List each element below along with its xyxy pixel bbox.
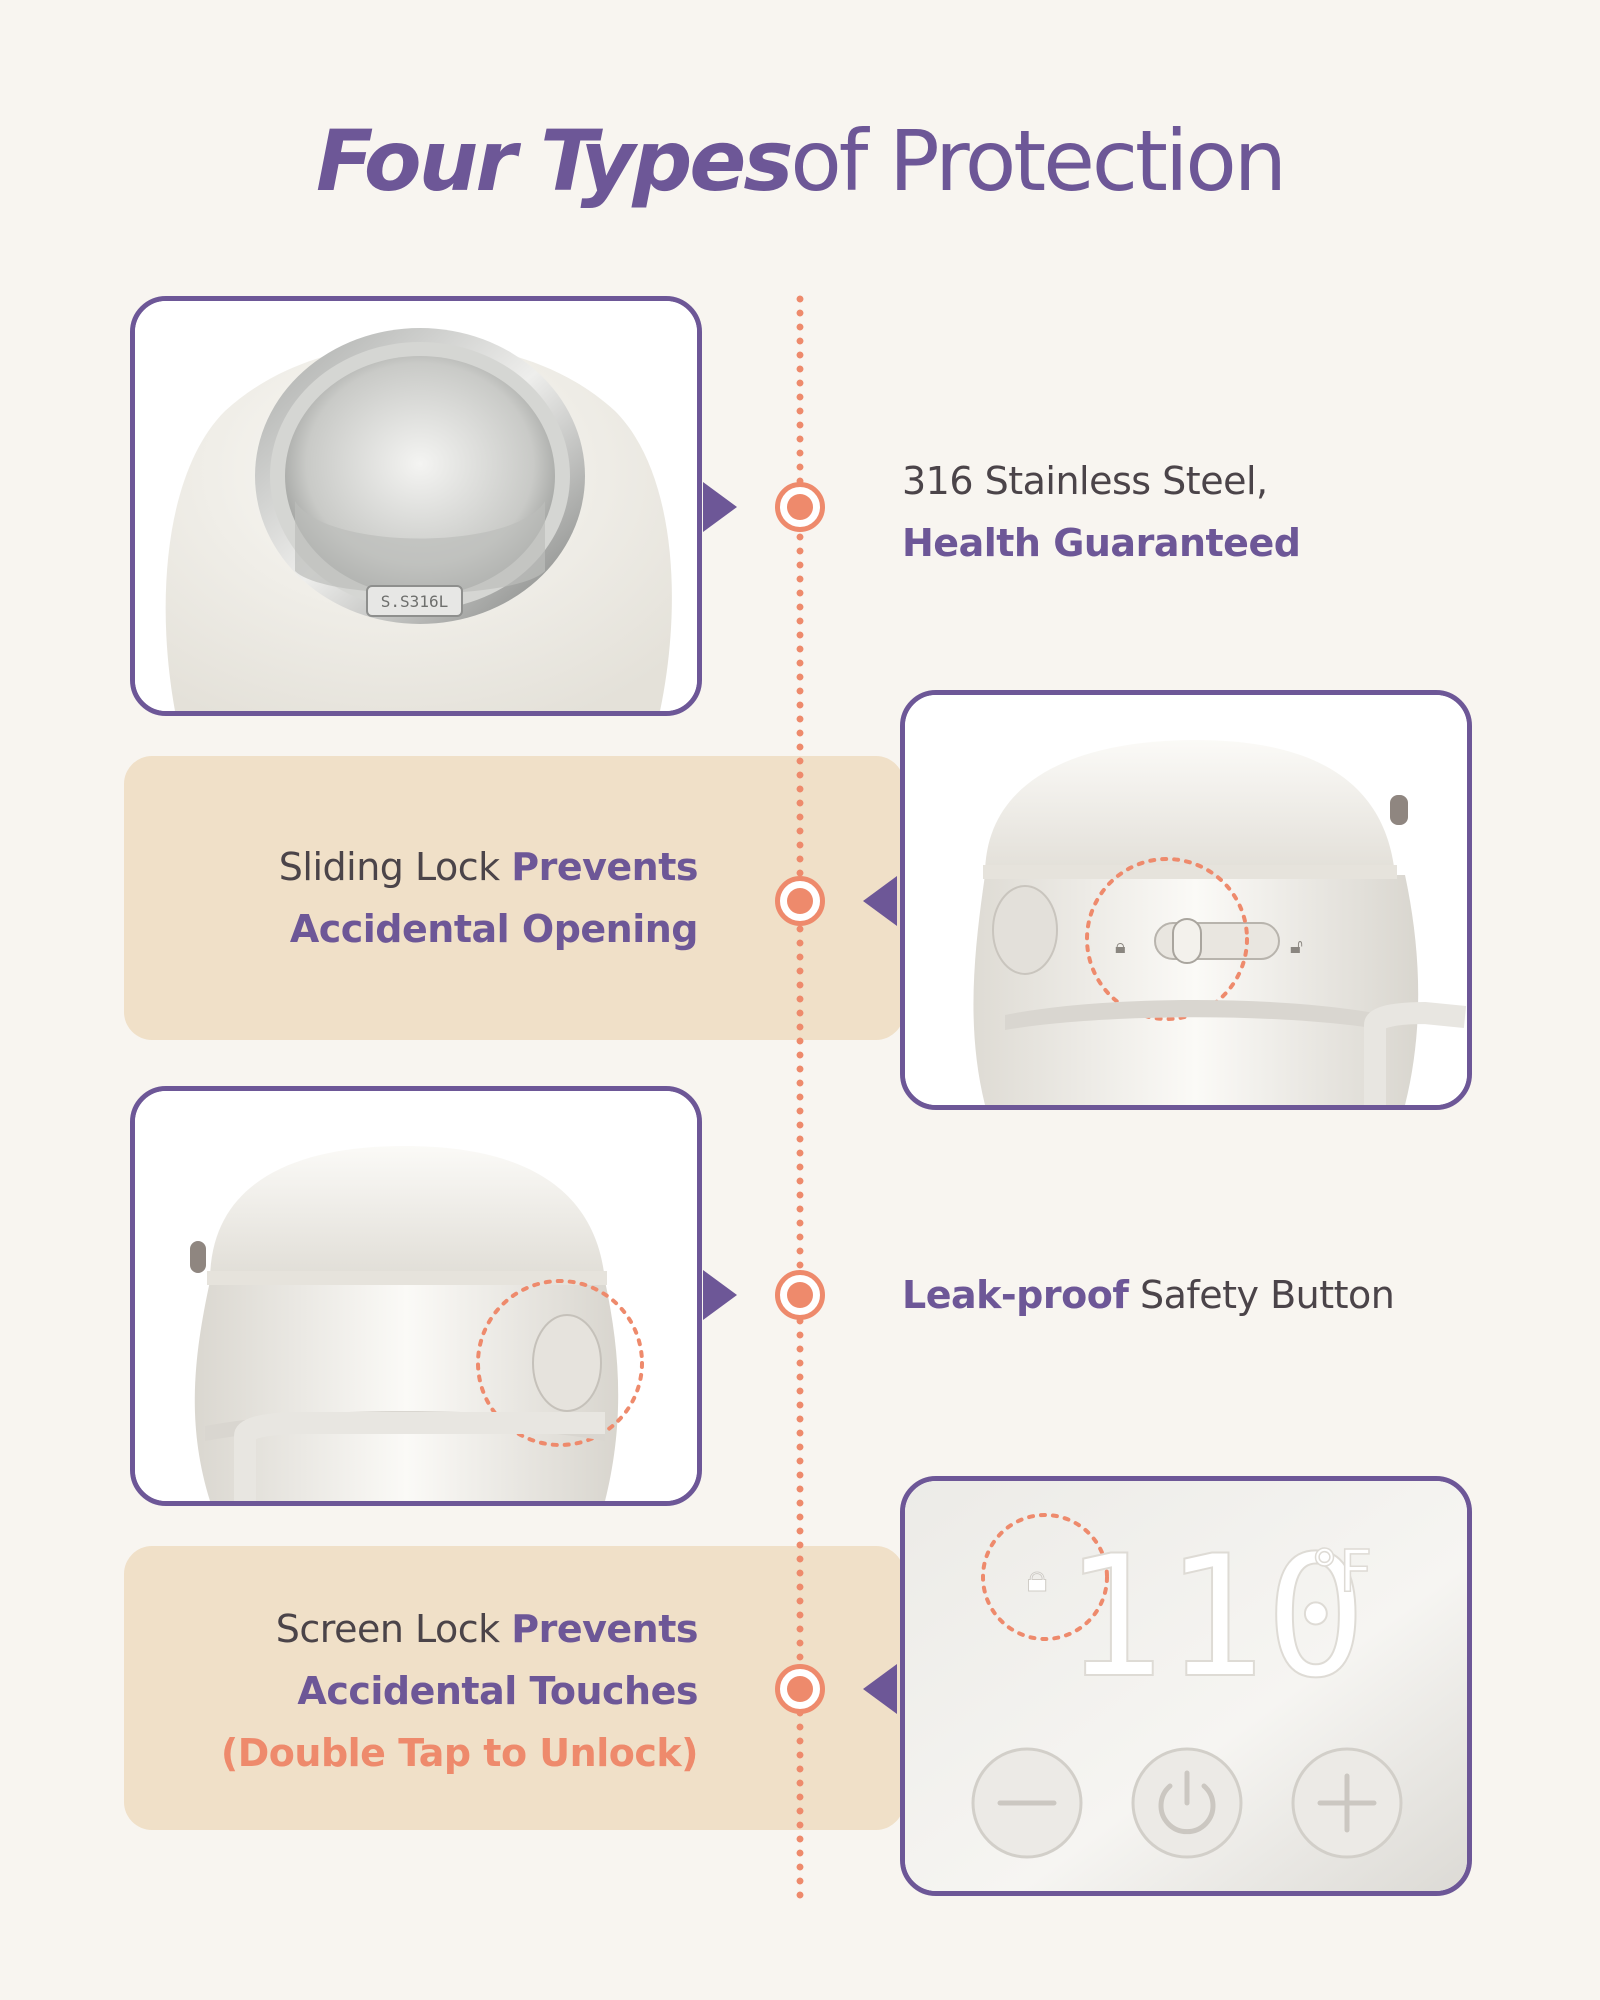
screen-lock-illustration: 🔒︎ 110 °F xyxy=(905,1481,1467,1891)
pointer-arrow-2 xyxy=(863,876,897,926)
feature-sliding-line1-bold: Prevents xyxy=(511,845,698,889)
highlight-circle-button xyxy=(476,1279,644,1447)
feature-label-safety-button: Leak-proof Safety Button xyxy=(902,1264,1552,1326)
timeline-node-2 xyxy=(775,876,825,926)
screen-lock-icon: 🔒︎ xyxy=(1027,1556,1047,1600)
feature-image-steel-inner: S.S316L xyxy=(130,296,702,716)
feature-button-bold: Leak-proof xyxy=(902,1273,1129,1317)
feature-steel-line1: 316 Stainless Steel, xyxy=(902,459,1268,503)
feature-band-4 xyxy=(124,1546,904,1830)
feature-screen-line1-bold: Prevents xyxy=(511,1607,698,1651)
highlight-circle-screen xyxy=(981,1513,1109,1641)
feature-screen-line2: Accidental Touches xyxy=(297,1669,698,1713)
pointer-arrow-3 xyxy=(703,1270,737,1320)
feature-band-2 xyxy=(124,756,904,1040)
feature-screen-line3: (Double Tap to Unlock) xyxy=(220,1731,699,1775)
timeline-node-3 xyxy=(775,1270,825,1320)
steel-stamp-text: S.S316L xyxy=(381,592,448,611)
safety-button-illustration xyxy=(135,1091,697,1501)
feature-sliding-line1-plain: Sliding Lock xyxy=(278,845,500,889)
pointer-arrow-1 xyxy=(703,482,737,532)
timeline-node-1 xyxy=(775,482,825,532)
feature-sliding-line2: Accidental Opening xyxy=(289,907,699,951)
sliding-lock-illustration: 🔒︎ 🔓︎ xyxy=(905,695,1467,1105)
lock-closed-icon: 🔒︎ xyxy=(1115,934,1126,958)
title-bold: Four Types xyxy=(316,112,793,210)
timeline-dotted-line xyxy=(796,292,804,1904)
feature-label-screen-lock: Screen Lock Prevents Accidental Touches … xyxy=(170,1598,699,1784)
steel-inner-illustration: S.S316L xyxy=(135,301,697,711)
feature-button-plain: Safety Button xyxy=(1139,1273,1395,1317)
pointer-arrow-4 xyxy=(863,1664,897,1714)
page-title: Four Typesof Protection xyxy=(0,112,1600,210)
display-temperature: 110 xyxy=(1063,1519,1366,1715)
feature-image-screen-lock: 🔒︎ 110 °F xyxy=(900,1476,1472,1896)
timeline-node-4 xyxy=(775,1664,825,1714)
feature-steel-line2: Health Guaranteed xyxy=(902,521,1301,565)
display-unit: °F xyxy=(1310,1537,1372,1605)
feature-image-safety-button xyxy=(130,1086,702,1506)
feature-image-sliding-lock: 🔒︎ 🔓︎ xyxy=(900,690,1472,1110)
title-light: of Protection xyxy=(790,112,1287,210)
feature-screen-line1-plain: Screen Lock xyxy=(275,1607,500,1651)
lock-open-icon: 🔓︎ xyxy=(1290,934,1303,958)
highlight-circle-sliding xyxy=(1085,857,1249,1021)
power-icon xyxy=(1158,1783,1216,1835)
feature-label-steel: 316 Stainless Steel, Health Guaranteed xyxy=(902,450,1502,574)
feature-label-sliding-lock: Sliding Lock Prevents Accidental Opening xyxy=(170,836,699,960)
